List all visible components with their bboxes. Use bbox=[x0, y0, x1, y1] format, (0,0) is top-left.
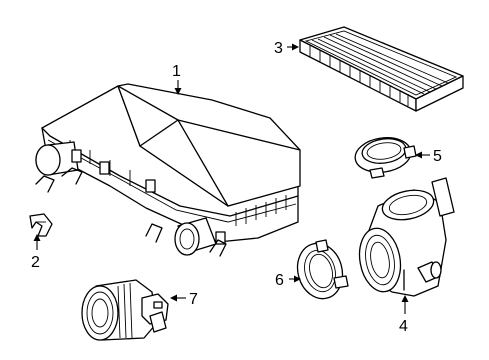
callout-6: 6 bbox=[275, 272, 284, 289]
leader-line-1 bbox=[174, 80, 182, 95]
leader-line-5 bbox=[415, 151, 430, 159]
air-cleaner-housing[interactable] bbox=[35, 83, 301, 257]
leader-line-2 bbox=[33, 234, 41, 250]
leader-line-6 bbox=[289, 275, 301, 283]
callout-1: 1 bbox=[172, 63, 181, 80]
clamp-ring[interactable] bbox=[353, 134, 417, 179]
retaining-clip[interactable] bbox=[29, 213, 53, 237]
leader-line-3 bbox=[287, 43, 299, 51]
intake-duct[interactable] bbox=[355, 177, 455, 297]
leader-line-7 bbox=[170, 294, 186, 302]
callout-2: 2 bbox=[31, 254, 40, 271]
callout-3: 3 bbox=[274, 40, 283, 57]
callout-4: 4 bbox=[399, 318, 408, 335]
mass-air-flow-sensor[interactable] bbox=[81, 279, 169, 341]
air-filter-element[interactable] bbox=[299, 26, 464, 112]
leader-line-4 bbox=[401, 295, 409, 314]
callout-5: 5 bbox=[433, 148, 442, 165]
duct-clamp[interactable] bbox=[292, 238, 349, 303]
callout-7: 7 bbox=[189, 291, 198, 308]
